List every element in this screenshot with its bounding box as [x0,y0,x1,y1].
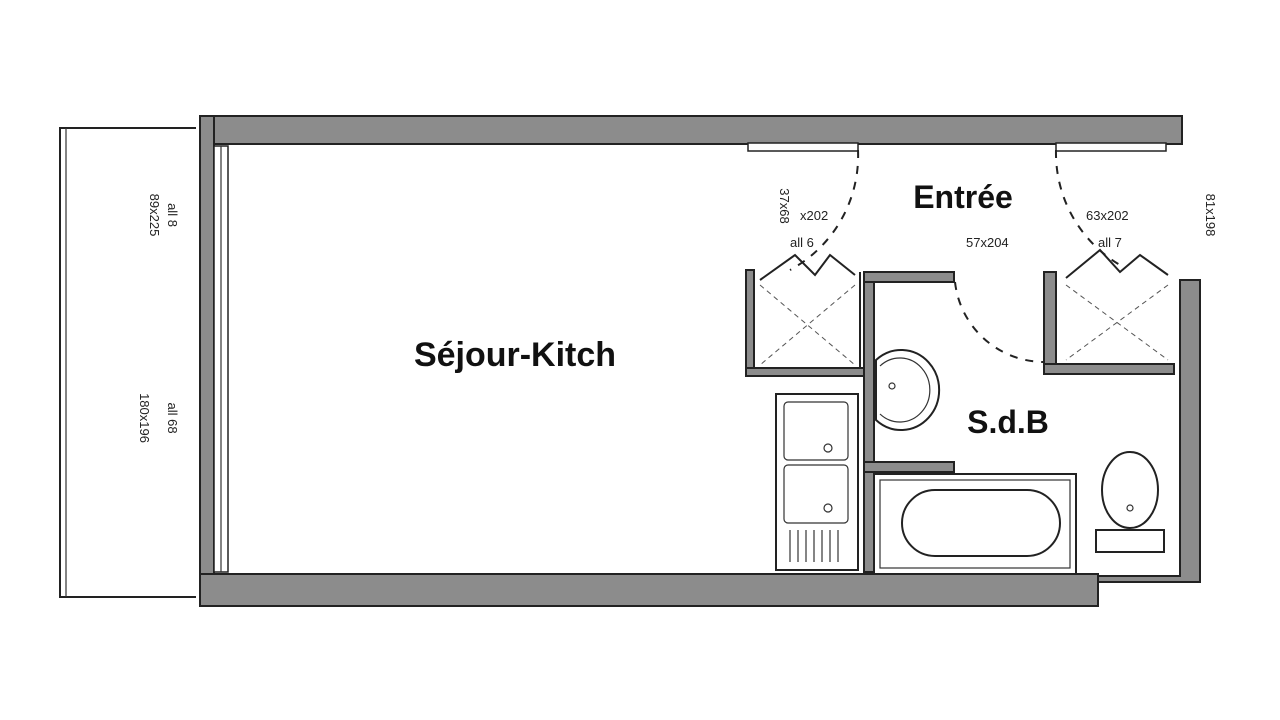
dim-entry-door: 81x198 [1203,194,1218,237]
closet-left [745,253,865,377]
bathroom-wall [863,271,875,573]
balcony [59,127,196,598]
wall-segment [1055,142,1167,152]
kitchen-sink [775,393,859,571]
bathroom-door-swing [954,281,1045,363]
dim-closet-right-sill: all 7 [1098,235,1122,250]
wall-left [199,115,215,607]
dim-bath-door: 57x204 [966,235,1009,250]
room-label-living: Séjour-Kitch [414,336,616,374]
window-left [213,145,229,573]
dim-closet-left-a: 37x68 [777,188,792,223]
wall-bottom-right [199,279,1201,607]
dim-closet-left-sill: all 6 [790,235,814,250]
washbasin [875,349,941,431]
door-swing [789,149,860,271]
bathroom-wall [863,461,955,473]
wall-segment [747,142,859,152]
dim-closet-left-b: x202 [800,208,828,223]
dim-window-top-sill: all 8 [165,203,180,227]
closet-right [1043,248,1175,375]
dim-window-bottom-sill: all 68 [165,402,180,433]
bathroom-wall [863,271,955,283]
door-swing [1054,149,1121,266]
bathtub [873,473,1077,575]
toilet [1095,451,1165,553]
dim-closet-right: 63x202 [1086,208,1129,223]
wall-top [199,115,1183,145]
dim-window-bottom: 180x196 [137,393,152,443]
room-label-bathroom: S.d.B [967,404,1049,440]
dim-window-top: 89x225 [147,194,162,237]
room-label-entry: Entrée [913,179,1013,215]
